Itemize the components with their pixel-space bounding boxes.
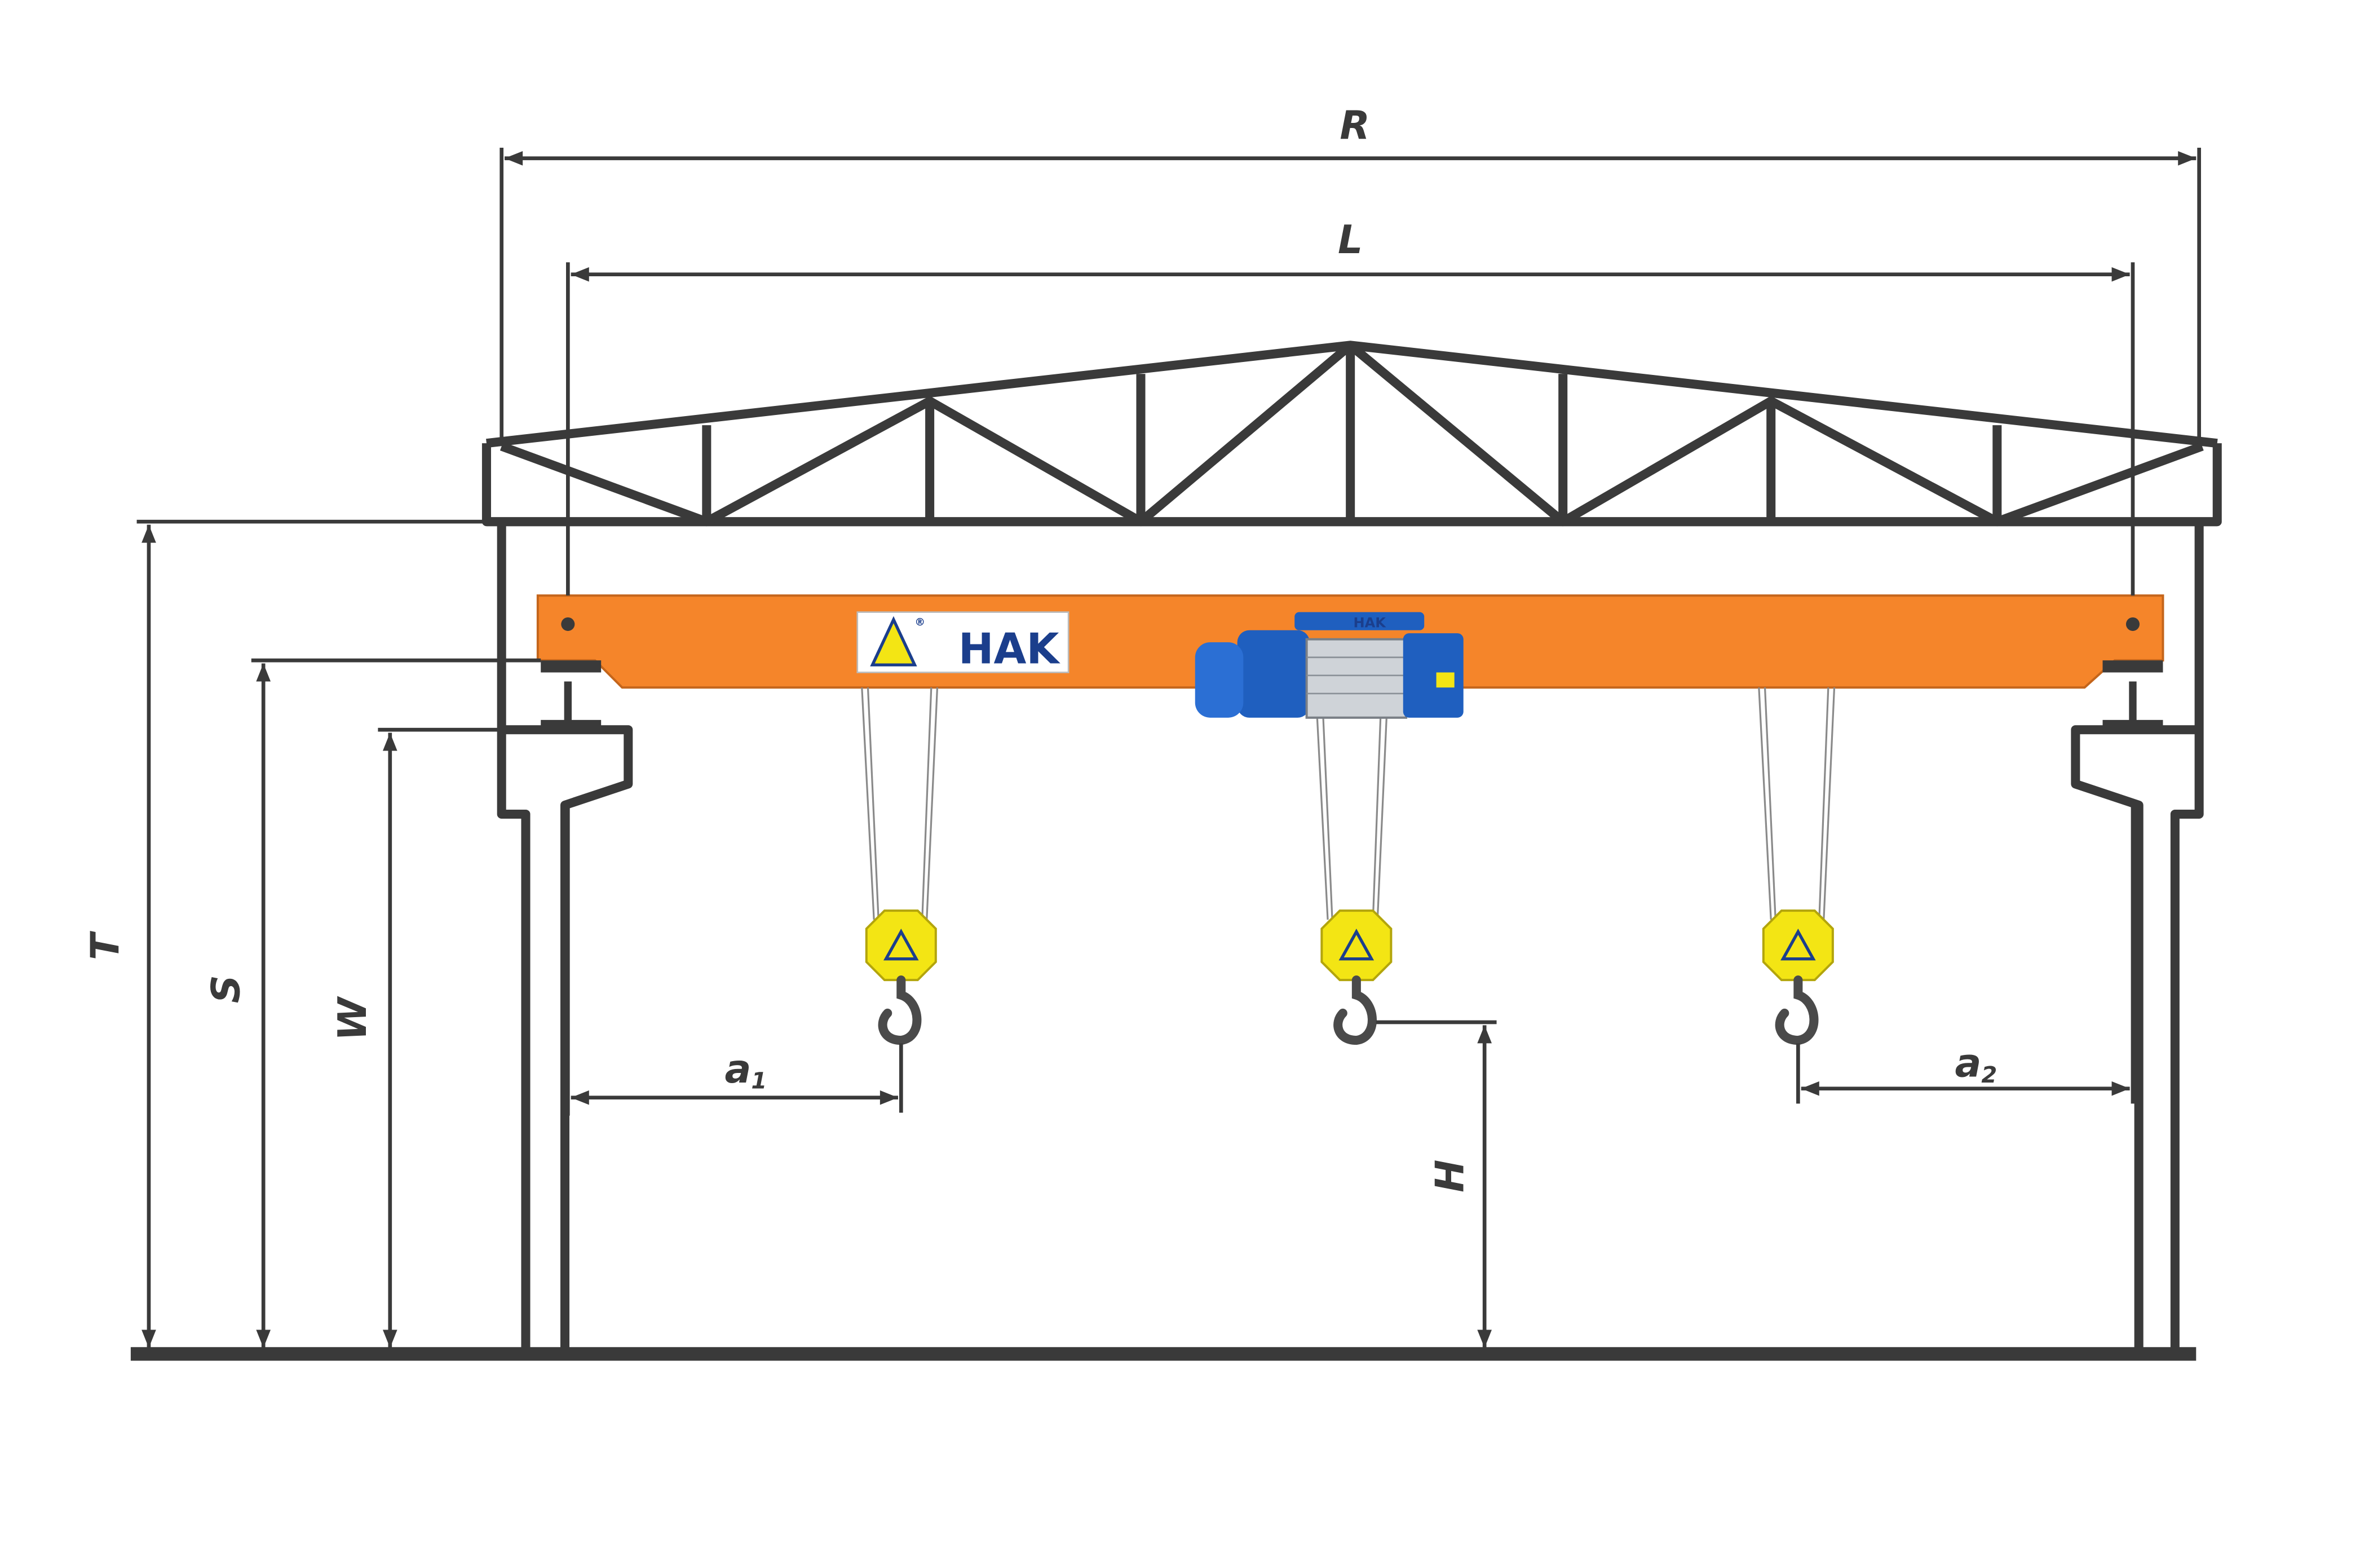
building-structure	[130, 341, 2222, 1361]
left-column	[497, 522, 633, 1351]
crane-hook-icon	[878, 975, 922, 1045]
wire-ropes	[861, 687, 1836, 920]
dimension-S-label: S	[203, 975, 249, 1003]
hak-triangle-logo-icon	[870, 616, 917, 666]
dimension-L-label: L	[1338, 217, 1363, 263]
girder-bolt-right	[2125, 617, 2140, 631]
dimension-a2-label: a2	[1955, 1040, 1997, 1088]
dimension-T-label: T	[82, 931, 128, 960]
hook-block-center	[1320, 909, 1393, 982]
crane-hook-icon	[1333, 975, 1377, 1045]
hook-block-left	[865, 909, 937, 982]
girder-bolt-left	[561, 617, 575, 631]
dimension-R-label: R	[1340, 103, 1370, 148]
crane-hook-icon	[1775, 975, 1819, 1045]
electric-wire-rope-hoist-icon: HAK	[1195, 612, 1464, 719]
right-rail	[2102, 681, 2163, 728]
dimension-H-label: H	[1428, 1160, 1473, 1192]
dimension-a1-label: a1	[724, 1046, 767, 1094]
left-rail	[541, 681, 602, 728]
hook-block-right	[1762, 909, 1834, 982]
hoist-logo-text: HAK	[1354, 615, 1387, 630]
right-column	[2071, 522, 2204, 1351]
dimension-labels: R L T S W H a1 a2	[82, 103, 1997, 1192]
girder-logo: ® HAK	[856, 611, 1069, 674]
dimension-lines	[136, 148, 2201, 1348]
registered-mark: ®	[914, 617, 925, 629]
hook-left	[865, 909, 937, 1045]
dimension-W-label: W	[330, 996, 375, 1041]
hook-center	[1320, 909, 1393, 1045]
roof-truss-web	[500, 341, 2204, 527]
girder-logo-text: HAK	[958, 625, 1061, 674]
hook-right	[1762, 909, 1834, 1045]
